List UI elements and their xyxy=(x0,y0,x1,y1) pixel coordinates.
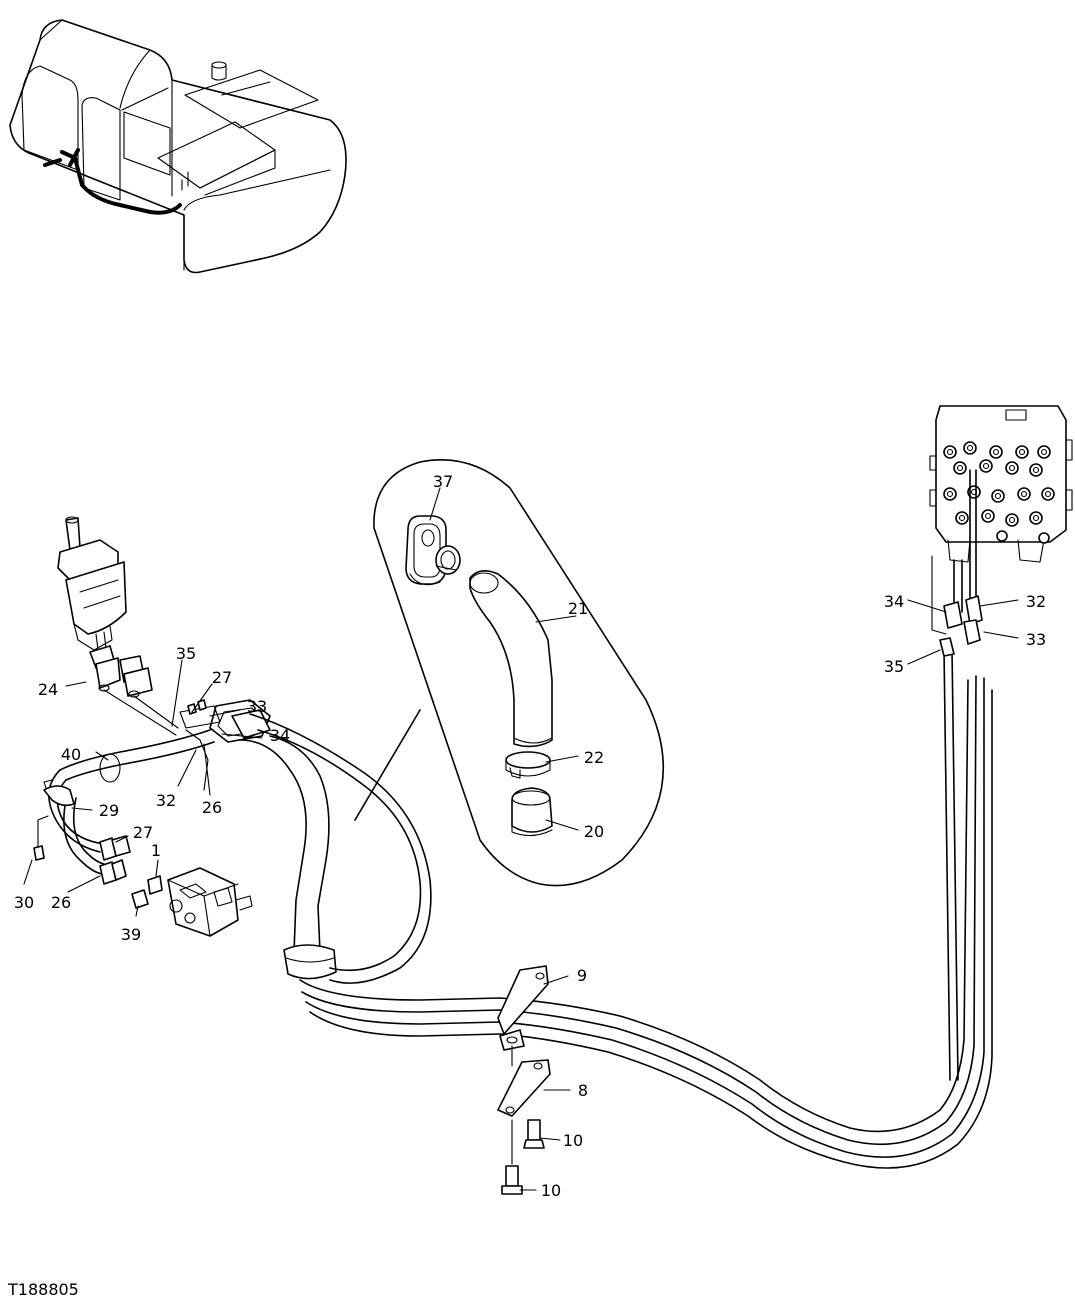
callout-label-37: 37 xyxy=(433,472,453,491)
control-valve-assembly xyxy=(929,405,1073,657)
callout-label-8: 8 xyxy=(578,1081,588,1100)
callout-label-33-right: 33 xyxy=(1026,630,1046,649)
callout-labels: 1 8 9 10 10 20 21 22 24 26 26 27 27 29 3… xyxy=(14,472,1046,1200)
machine-locator-illustration xyxy=(9,19,347,274)
fitting-part-24 xyxy=(89,645,153,698)
figure-id: T188805 xyxy=(7,1280,79,1299)
leader-lines xyxy=(23,487,1019,1191)
callout-label-9: 9 xyxy=(577,966,587,985)
valve-port-fittings xyxy=(943,441,1055,544)
callout-label-39: 39 xyxy=(121,925,141,944)
callout-label-30: 30 xyxy=(14,893,34,912)
callout-label-24: 24 xyxy=(38,680,58,699)
callout-label-1: 1 xyxy=(151,841,161,860)
callout-label-20: 20 xyxy=(584,822,604,841)
callout-label-10-lower: 10 xyxy=(541,1181,561,1200)
callout-label-22: 22 xyxy=(584,748,604,767)
callout-label-34-right: 34 xyxy=(884,592,904,611)
callout-label-10-upper: 10 xyxy=(563,1131,583,1150)
brackets-and-bolts xyxy=(497,965,551,1195)
detail-bubble xyxy=(354,459,664,887)
callout-label-27-lower: 27 xyxy=(133,823,153,842)
callout-label-33-left: 33 xyxy=(247,697,267,716)
callout-label-35-left: 35 xyxy=(176,644,196,663)
callout-label-40: 40 xyxy=(61,745,81,764)
callout-label-26-center: 26 xyxy=(202,798,222,817)
callout-label-34-left: 34 xyxy=(270,726,290,745)
main-hose-run xyxy=(239,649,993,1169)
clamp-part-22 xyxy=(505,751,551,779)
left-hoses-and-fittings xyxy=(33,699,271,937)
callout-label-32-left: 32 xyxy=(156,791,176,810)
callout-label-32-right: 32 xyxy=(1026,592,1046,611)
boot-part-37 xyxy=(405,515,461,586)
callout-label-21: 21 xyxy=(568,599,588,618)
pilot-valve-assembly xyxy=(57,516,179,736)
callout-label-29: 29 xyxy=(99,801,119,820)
callout-label-35-right: 35 xyxy=(884,657,904,676)
callout-label-27-upper: 27 xyxy=(212,668,232,687)
cap-part-20 xyxy=(511,787,553,837)
callout-label-26-left: 26 xyxy=(51,893,71,912)
hose-part-21 xyxy=(469,570,553,748)
